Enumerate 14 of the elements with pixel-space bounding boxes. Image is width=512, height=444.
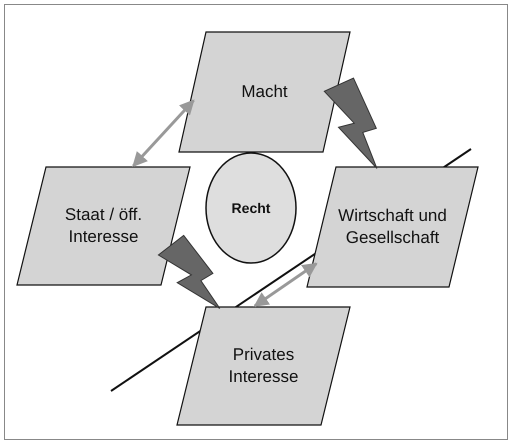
double-arrow	[254, 262, 318, 308]
lightning-bolt-arrow	[158, 234, 220, 309]
ellipse-node	[205, 152, 297, 264]
parallelogram-box	[16, 166, 191, 286]
node-label: Staat / öff. Interesse	[64, 204, 144, 248]
double-arrow	[132, 99, 195, 168]
parallelogram-box	[178, 31, 351, 153]
node-label: Macht	[240, 81, 289, 103]
node-label: Recht	[230, 199, 272, 218]
parallelogram-box	[306, 166, 479, 288]
node-label: Privates Interesse	[228, 344, 300, 388]
parallelogram-box	[176, 306, 351, 426]
node-label: Wirtschaft und Gesellschaft	[337, 205, 448, 249]
lightning-bolt-arrow	[323, 77, 378, 169]
